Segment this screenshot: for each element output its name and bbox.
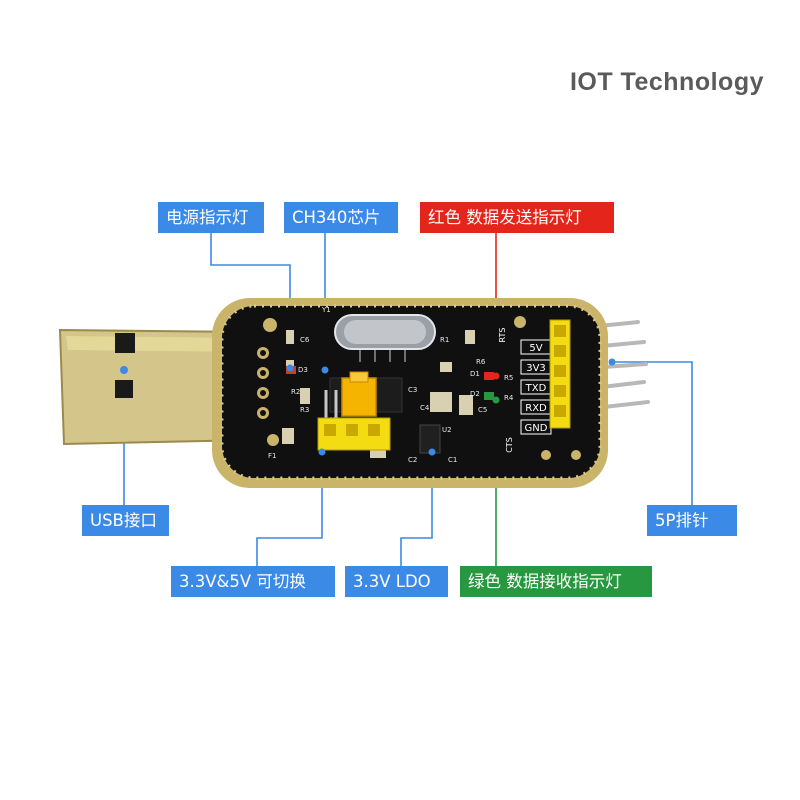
pin-label-txd: TXD bbox=[525, 383, 547, 394]
rx-led-dot bbox=[492, 396, 500, 404]
ref-c2: C2 bbox=[408, 456, 417, 464]
ref-f1: F1 bbox=[268, 452, 276, 460]
leader-dots bbox=[120, 358, 616, 456]
ref-r6: R6 bbox=[476, 358, 486, 366]
callout-usb: USB接口 bbox=[82, 505, 169, 536]
leader-switch bbox=[256, 452, 323, 566]
rx-led bbox=[484, 392, 494, 400]
callout-rx-led: 绿色 数据接收指示灯 bbox=[460, 566, 652, 597]
ref-c3: C3 bbox=[408, 386, 417, 394]
ref-c5: C5 bbox=[478, 406, 487, 414]
usb-slot-top bbox=[115, 333, 135, 353]
crystal bbox=[334, 314, 436, 362]
callout-power-led: 电源指示灯 bbox=[158, 202, 264, 233]
pin-label-rxd: RXD bbox=[525, 403, 547, 414]
usb-slot-bottom bbox=[115, 380, 133, 398]
ref-r3: R3 bbox=[300, 406, 309, 414]
ref-r2: R2 bbox=[291, 388, 300, 396]
tx-led bbox=[484, 372, 494, 380]
pcb: 5V 3V3 TXD RXD GND RTS CTS C6 R2 R1 R3 C… bbox=[212, 298, 608, 488]
ref-d1: D1 bbox=[470, 370, 480, 378]
leader-ldo bbox=[400, 452, 433, 566]
callout-voltage-switch: 3.3V&5V 可切换 bbox=[171, 566, 335, 597]
brand-watermark: IOT Technology bbox=[569, 68, 764, 96]
ref-u2: U2 bbox=[442, 426, 452, 434]
ref-r5: R5 bbox=[504, 374, 513, 382]
callout-tx-led: 红色 数据发送指示灯 bbox=[420, 202, 614, 233]
pin-label-rts: RTS bbox=[498, 328, 507, 343]
pin-label-3v3: 3V3 bbox=[526, 363, 546, 374]
pin-label-5v: 5V bbox=[529, 343, 542, 354]
ref-c4: C4 bbox=[420, 404, 430, 412]
pin-header bbox=[549, 319, 571, 429]
callout-chip: CH340芯片 bbox=[284, 202, 398, 233]
ref-r4: R4 bbox=[504, 394, 514, 402]
ldo-regulator bbox=[419, 424, 441, 454]
tx-led-dot bbox=[492, 372, 500, 380]
ref-c6: C6 bbox=[300, 336, 310, 344]
leader-header bbox=[612, 361, 693, 505]
ref-r1: R1 bbox=[440, 336, 449, 344]
voltage-jumper bbox=[317, 371, 391, 451]
usb-connector bbox=[58, 328, 254, 446]
ref-y1: Y1 bbox=[321, 306, 331, 314]
pin-label-gnd: GND bbox=[525, 423, 548, 434]
ref-c1: C1 bbox=[448, 456, 457, 464]
callout-header: 5P排针 bbox=[647, 505, 737, 536]
ref-d2: D2 bbox=[470, 390, 480, 398]
ref-d3: D3 bbox=[298, 366, 308, 374]
callout-ldo: 3.3V LDO bbox=[345, 566, 448, 597]
pin-label-cts: CTS bbox=[505, 437, 514, 453]
